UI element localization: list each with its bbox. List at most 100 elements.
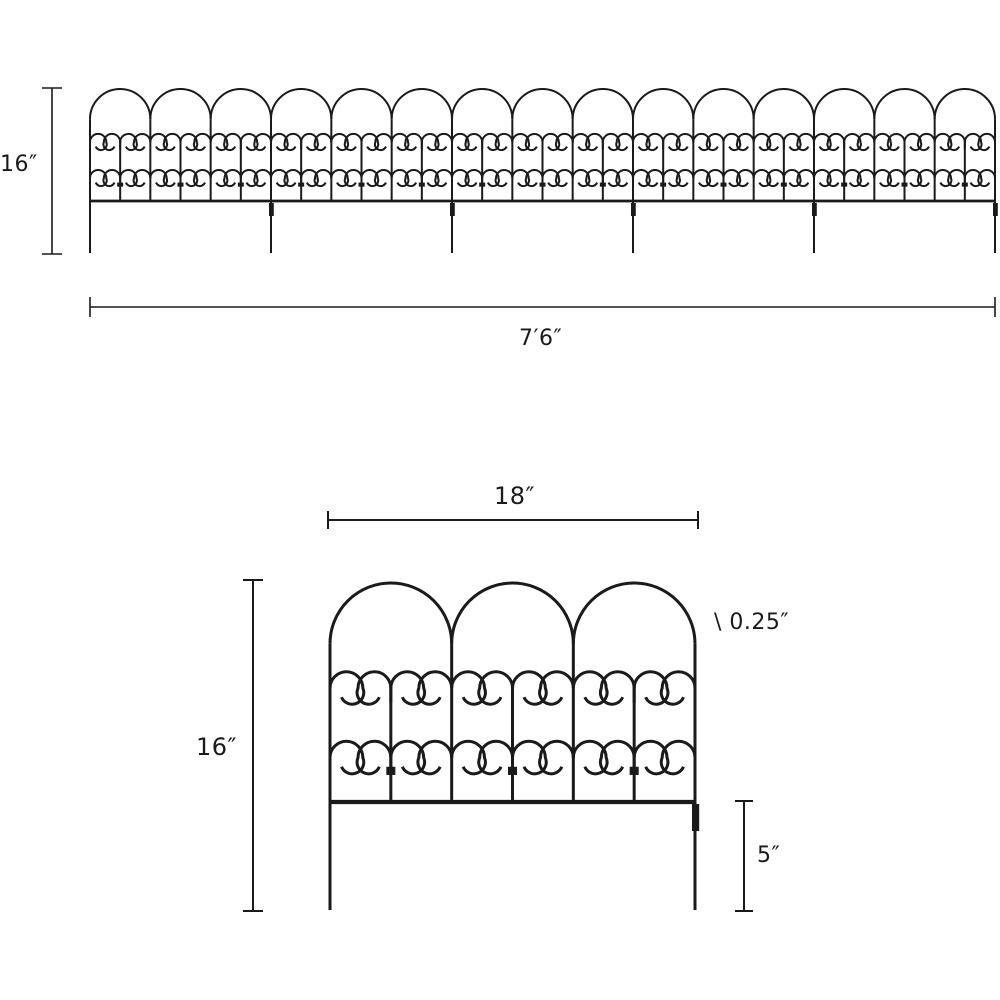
fence-arch (270, 88, 333, 120)
fence-arch (209, 88, 272, 120)
fence-side-scroll (752, 169, 772, 188)
fence-scroll-right (632, 670, 670, 706)
fence-scroll-right (601, 169, 621, 188)
fence-side-scroll (373, 133, 393, 152)
fence-side-scroll (856, 133, 876, 152)
fence-scroll-left (585, 133, 604, 152)
fence-side-scroll (192, 133, 212, 152)
fence-scroll-right (662, 133, 681, 152)
fence-scroll-left (343, 169, 363, 188)
fence-scroll-left (766, 169, 785, 188)
fence-scroll-left (102, 133, 122, 152)
fence-side-scroll (450, 670, 487, 706)
fence-side-scroll (538, 670, 575, 706)
fence-scroll-right (903, 169, 923, 188)
fence-side-scroll (933, 169, 953, 188)
fence-clip (660, 182, 667, 187)
fence-side-scroll (615, 133, 634, 152)
fence-scroll-left (223, 169, 242, 188)
fence-side-scroll (253, 169, 272, 188)
fence-scroll-right (843, 169, 862, 188)
fence-side-scroll (89, 169, 108, 188)
fence-arch (390, 88, 453, 120)
fence-scroll-right (300, 133, 319, 152)
fence-scroll-left (343, 133, 363, 152)
fence-side-scroll (313, 133, 333, 152)
fence-arch (571, 581, 697, 644)
fence-scroll-left (477, 670, 514, 706)
fence-scroll-left (223, 133, 242, 152)
fence-scroll-left (102, 169, 122, 188)
fence-clip (901, 182, 908, 187)
fence-side-scroll (692, 169, 712, 188)
overview-panel (270, 88, 455, 253)
fence-clip (177, 182, 184, 187)
fence-scroll-right (782, 133, 802, 152)
fence-side-scroll (813, 169, 832, 188)
fence-side-scroll (416, 739, 454, 776)
fence-side-scroll (330, 133, 350, 152)
fence-scroll-left (826, 169, 846, 188)
fence-side-scroll (511, 169, 531, 188)
overview-panel (813, 88, 998, 253)
fence-arch (149, 88, 212, 120)
fence-clip (418, 182, 425, 187)
fence-side-scroll (675, 133, 695, 152)
fence-side-scroll (132, 133, 152, 152)
fence-side-scroll (451, 133, 470, 152)
fence-scroll-right (632, 739, 670, 776)
fence-scroll-right (389, 670, 427, 706)
fence-arch (328, 581, 454, 644)
fence-side-scroll (373, 169, 393, 188)
fence-side-scroll (209, 133, 229, 152)
fence-arch (511, 88, 574, 120)
fence-side-scroll (390, 133, 410, 152)
fence-scroll-right (360, 133, 380, 152)
fence-scroll-right (481, 133, 500, 152)
fence-scroll-left (355, 670, 393, 706)
fence-side-scroll (511, 133, 531, 152)
overview-panel (632, 88, 817, 253)
fence-scroll-right (662, 169, 681, 188)
fence-scroll-right (119, 133, 138, 152)
fence-scroll-left (585, 169, 604, 188)
fence-clip (298, 182, 305, 187)
fence-clip (479, 182, 486, 187)
fence-side-scroll (132, 169, 152, 188)
fence-side-scroll (675, 169, 695, 188)
fence-scroll-right (903, 133, 923, 152)
fence-scroll-left (404, 169, 423, 188)
fence-side-scroll (313, 169, 333, 188)
fence-side-scroll (554, 133, 574, 152)
overview-fence-run (89, 88, 998, 253)
fence-scroll-right (179, 133, 199, 152)
fence-scroll-left (283, 133, 303, 152)
detail-wire-diameter-label: \ 0.25″ (714, 610, 790, 635)
fence-side-scroll (796, 133, 815, 152)
fence-side-scroll (192, 169, 212, 188)
fence-side-scroll (494, 169, 514, 188)
fence-side-scroll (659, 670, 697, 706)
fence-side-scroll (270, 169, 289, 188)
fence-side-scroll (390, 169, 410, 188)
detail-fence-panel (328, 581, 700, 910)
fence-side-scroll (434, 133, 453, 152)
overview-height-label: 16″ (0, 152, 38, 177)
fence-scroll-right (843, 133, 862, 152)
fence-scroll-right (179, 169, 199, 188)
fence-arch (752, 88, 815, 120)
fence-scroll-left (162, 133, 182, 152)
fence-scroll-left (645, 133, 665, 152)
fence-scroll-right (239, 169, 259, 188)
fence-side-scroll (632, 133, 651, 152)
fence-arch (873, 88, 936, 120)
fence-clip (358, 182, 365, 187)
fence-side-scroll (752, 133, 772, 152)
fence-scroll-left (524, 169, 544, 188)
fence-scroll-left (645, 169, 665, 188)
fence-clip (386, 766, 396, 775)
fence-side-scroll (916, 169, 936, 188)
fence-scroll-left (464, 133, 484, 152)
fence-scroll-right (119, 169, 138, 188)
